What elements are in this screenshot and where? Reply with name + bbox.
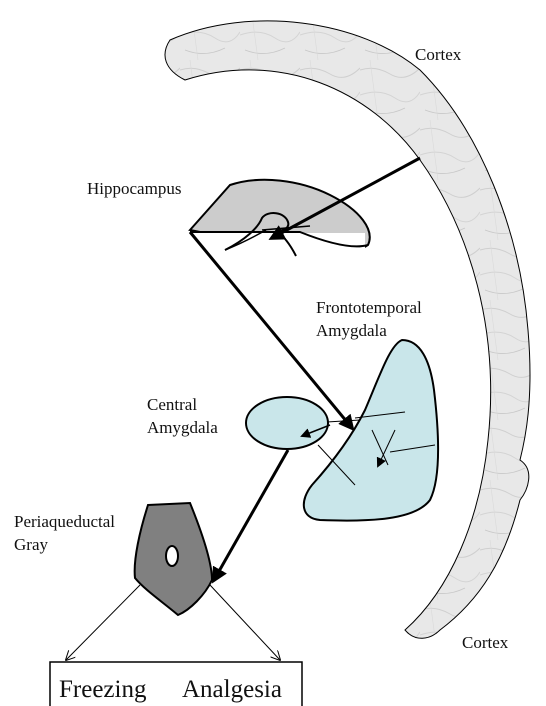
pag-label-line2: Gray [14, 535, 48, 554]
frontotemporal-label-line1: Frontotemporal [316, 298, 422, 317]
central-label-line1: Central [147, 395, 197, 414]
freezing-label: Freezing [59, 676, 147, 703]
aqueduct-hole [166, 546, 178, 566]
cortex-top-label: Cortex [415, 45, 462, 64]
analgesia-label: Analgesia [182, 676, 282, 703]
pag-to-freezing-arrow [66, 585, 140, 660]
cortex-bottom-label: Cortex [462, 633, 509, 652]
central-amygdala-shape [246, 397, 328, 449]
frontotemporal-label-line2: Amygdala [316, 321, 387, 340]
pag-label-line1: Periaqueductal [14, 512, 115, 531]
central-label-line2: Amygdala [147, 418, 218, 437]
central-to-pag-arrow [214, 450, 288, 580]
pag-to-analgesia-arrow [210, 585, 280, 660]
hippocampus-white-lower [195, 233, 365, 263]
hippocampus-label: Hippocampus [87, 179, 181, 198]
